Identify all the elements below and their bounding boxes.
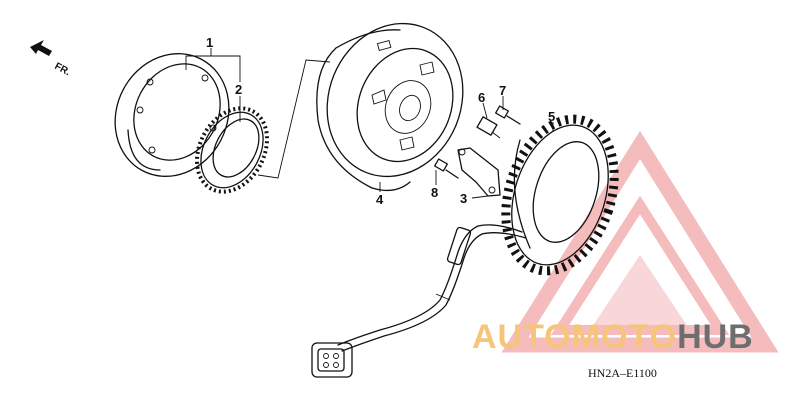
callout-2: 2 <box>235 82 242 97</box>
diagram-code: HN2A–E1100 <box>588 366 657 380</box>
bolt-part-7 <box>495 105 521 125</box>
bolt-part-8 <box>434 158 459 179</box>
callout-1: 1 <box>206 35 213 50</box>
callout-6: 6 <box>478 90 485 105</box>
callout-4: 4 <box>376 192 384 207</box>
callout-7: 7 <box>499 83 506 98</box>
bolt-part-6 <box>476 116 501 139</box>
front-direction-arrow-icon <box>30 40 52 56</box>
starter-clutch-plate-part <box>114 53 230 177</box>
stator-part <box>501 114 619 276</box>
direction-label: FR. <box>53 61 73 78</box>
callout-8: 8 <box>431 185 438 200</box>
flywheel-part <box>316 22 464 192</box>
callout-5: 5 <box>548 109 555 124</box>
wire-connector-icon <box>311 342 353 378</box>
pulser-coil-part <box>457 147 501 197</box>
watermark-text-part1: AUTOMOTO <box>472 318 677 356</box>
callout-3: 3 <box>460 191 467 206</box>
watermark-logo-icon <box>501 130 779 353</box>
watermark-text: AUTOMOTOHUB <box>472 318 754 356</box>
watermark-text-part2: HUB <box>677 318 754 356</box>
wire-harness-part <box>337 224 527 352</box>
